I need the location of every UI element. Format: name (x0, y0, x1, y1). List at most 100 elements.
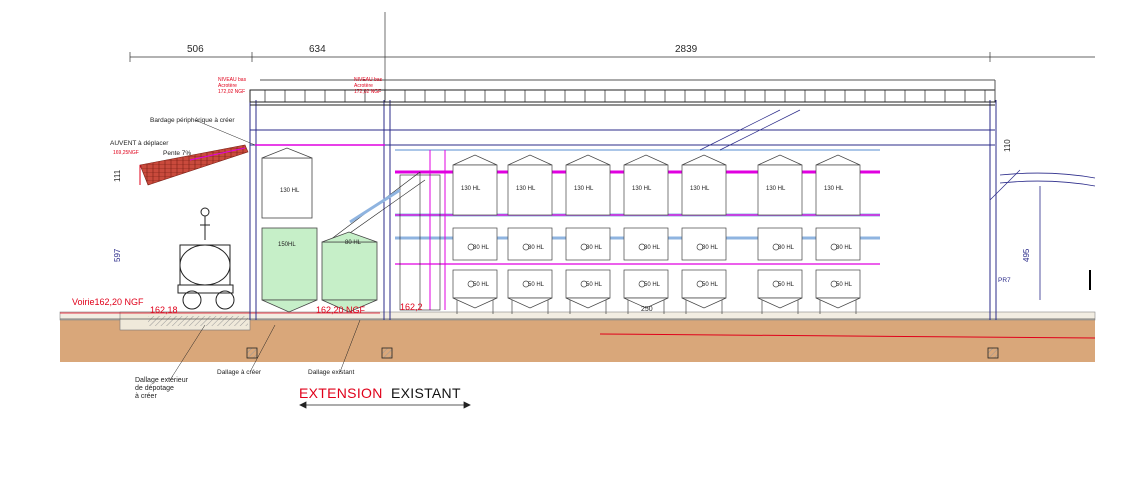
tank-label-80: 80 HL (836, 245, 853, 251)
footings (246, 347, 999, 359)
dim-506: 506 (187, 44, 204, 55)
tank-cone (757, 297, 803, 309)
tanker-truck (177, 207, 235, 310)
label-dallage-ext: Dallage extérieur de dépotage à créer (135, 377, 188, 401)
tank-130hl (452, 164, 498, 216)
building-frame (249, 79, 997, 320)
extension-tanks (261, 147, 378, 313)
tank-80hl (565, 227, 611, 261)
existing-building-right (999, 172, 1096, 300)
tank-label-130-ext: 130 HL (280, 188, 300, 194)
valve-icon (467, 280, 475, 288)
tank-cone (623, 297, 669, 309)
valve-icon (830, 243, 838, 251)
valve-icon (696, 280, 704, 288)
tank-label-80: 80 HL (586, 245, 603, 251)
label-auvent-ngf: 169,25NGF (113, 150, 139, 156)
tank-label-150: 150HL (278, 242, 296, 248)
tank-130hl (681, 164, 727, 216)
tank-80hl (757, 227, 803, 261)
tank-label-80-ext: 80 HL (345, 240, 362, 246)
tank-label-50: 50 HL (586, 282, 603, 288)
extension-arrow (299, 401, 471, 409)
dim-250: 250 (641, 306, 653, 313)
tank-80hl (452, 227, 498, 261)
tank-130hl (757, 164, 803, 216)
tank-label-130: 130 HL (766, 186, 786, 192)
tank-80hl (507, 227, 553, 261)
tank-roof (681, 154, 727, 166)
valve-icon (638, 280, 646, 288)
dim-111: 111 (113, 169, 122, 182)
tank-roof (565, 154, 611, 166)
tank-column (565, 154, 611, 314)
niveau-right-line1: NIVEAU bas (354, 77, 383, 83)
valve-icon (696, 243, 704, 251)
tank-roof (757, 154, 803, 166)
tank-roof (507, 154, 553, 166)
label-162-right: 162,2 (400, 302, 423, 312)
label-dallage-creer: Dallage à créer (217, 369, 262, 376)
tank-label-130: 130 HL (516, 186, 536, 192)
tank-130hl (507, 164, 553, 216)
tank-label-50: 50 HL (473, 282, 490, 288)
valve-icon (580, 243, 588, 251)
tank-label-50: 50 HL (528, 282, 545, 288)
dallage-ext-line2: de dépotage (135, 385, 174, 392)
label-162-18: 162,18 (150, 305, 178, 315)
tank-label-50: 50 HL (836, 282, 853, 288)
tank-50hl (623, 269, 669, 299)
tank-cone (507, 297, 553, 309)
valve-icon (580, 280, 588, 288)
tank-cone (815, 297, 861, 309)
tank-130hl-ext (261, 157, 313, 219)
tank-roof (452, 154, 498, 166)
tank-column (452, 154, 498, 314)
tank-130hl (815, 164, 861, 216)
niveau-left: NIVEAU bas Acrotère 172,02 NGF (218, 77, 246, 95)
tank-label-80: 80 HL (528, 245, 545, 251)
tank-column (623, 154, 669, 314)
tank-column (757, 154, 803, 314)
tank-130hl (623, 164, 669, 216)
niveau-right-line2: Acrotère (354, 83, 373, 89)
leader-lines (169, 119, 361, 381)
tank-label-80: 80 HL (644, 245, 661, 251)
tank-label-130: 130 HL (632, 186, 652, 192)
label-pente: Pente 7% (163, 150, 192, 157)
tank-roof (623, 154, 669, 166)
niveau-right-line3: 172,02 NGF (354, 89, 382, 95)
tank-column (507, 154, 553, 314)
niveau-left-line3: 172,02 NGF (218, 89, 246, 95)
valve-icon (638, 243, 646, 251)
tank-label-130: 130 HL (690, 186, 710, 192)
dallage-ext-line3: à créer (135, 393, 157, 400)
dallage-ext-line1: Dallage extérieur (135, 377, 188, 384)
label-pr7: PR7 (998, 277, 1011, 284)
tank-label-50: 50 HL (644, 282, 661, 288)
tank-80hl (815, 227, 861, 261)
label-162-20: 162,20 NGF (316, 305, 366, 315)
tank-cone (565, 297, 611, 309)
tank-roof (815, 154, 861, 166)
tank-label-80: 80 HL (473, 245, 490, 251)
tank-label-50: 50 HL (702, 282, 719, 288)
label-auvent: AUVENT à déplacer (110, 140, 169, 147)
tank-cone (681, 297, 727, 309)
label-bardage: Bardage périphérique à créer (150, 117, 235, 124)
tank-150hl (261, 227, 318, 301)
valve-icon (772, 243, 780, 251)
tank-50hl (757, 269, 803, 299)
tank-50hl (815, 269, 861, 299)
top-dimension-line (129, 12, 1095, 100)
tank-column (681, 154, 727, 314)
tank-130hl (565, 164, 611, 216)
label-extension: EXTENSION (299, 385, 383, 401)
awning (139, 144, 249, 186)
tank-label-130: 130 HL (574, 186, 594, 192)
staircase (329, 171, 441, 311)
roof-purlins (264, 90, 986, 102)
valve-icon (467, 243, 475, 251)
niveau-right: NIVEAU bas Acrotère 172,02 NGF (354, 77, 382, 95)
